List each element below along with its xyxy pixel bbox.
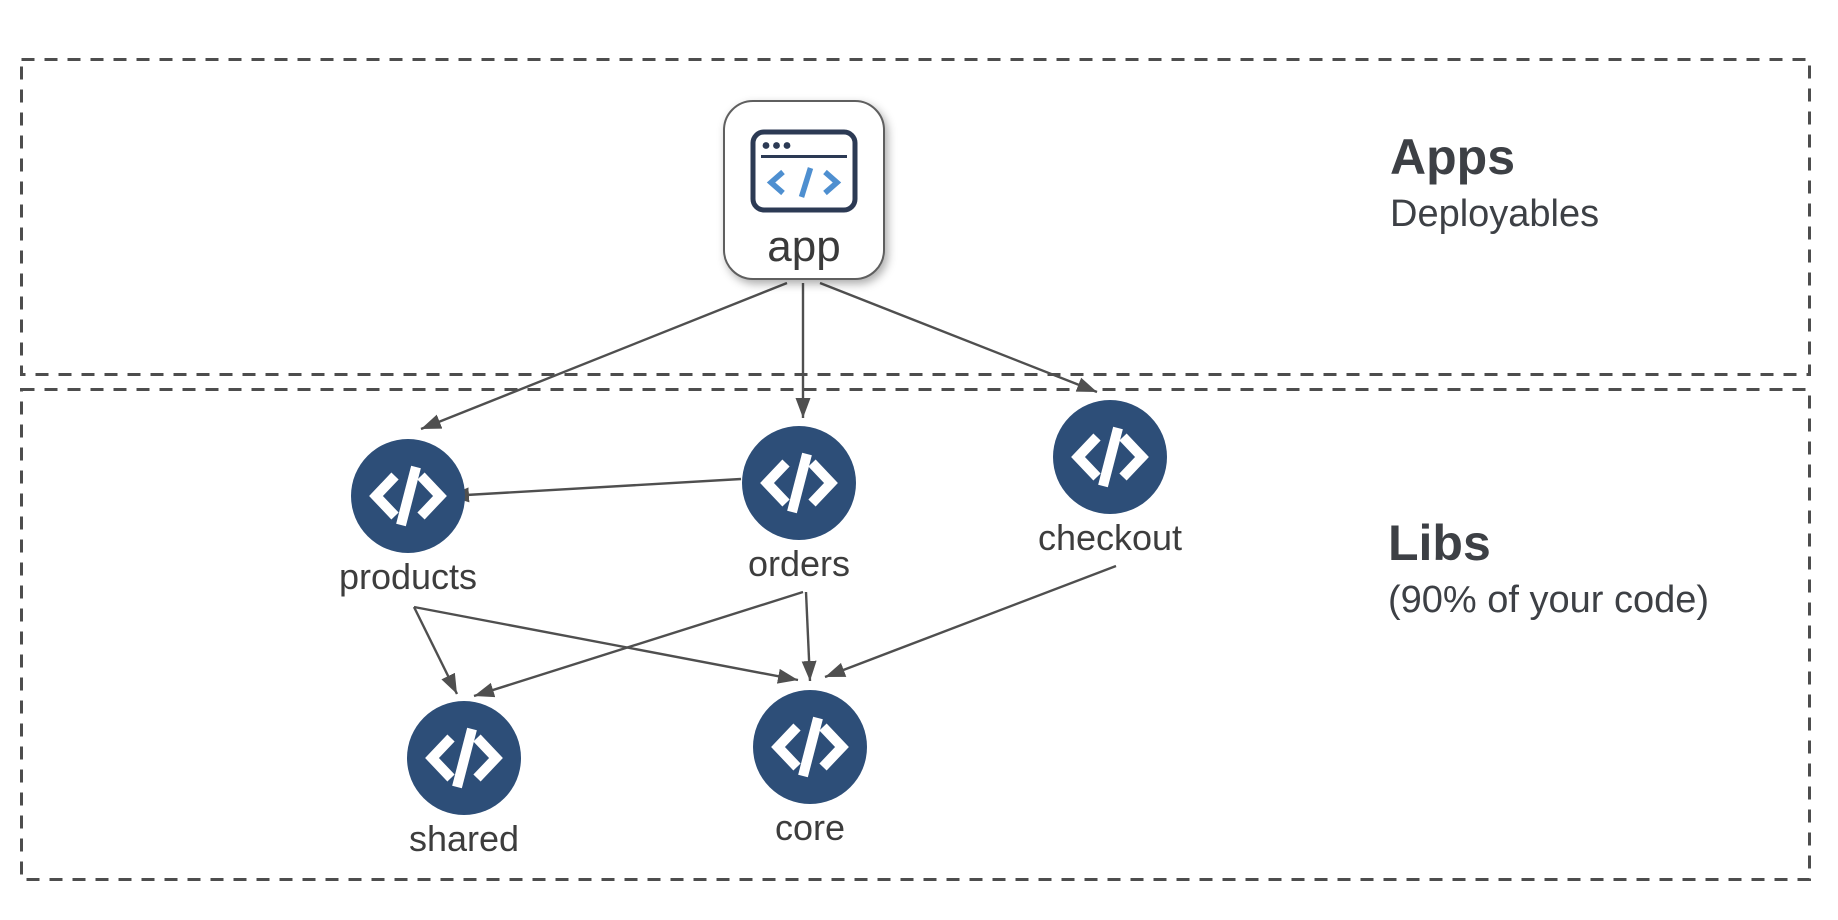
node-shared: shared [407,701,521,858]
node-checkout: checkout [1038,400,1182,557]
apps-title: Apps [1390,129,1515,185]
edge-products-shared [412,606,459,695]
apps-subtitle: Deployables [1390,193,1600,235]
node-products: products [339,439,477,596]
apps-section-box [20,58,1811,376]
code-icon [351,439,465,553]
code-icon [753,690,867,804]
node-label: orders [747,543,851,584]
libs-title: Libs [1388,515,1491,571]
node-label: core [774,807,846,848]
node-orders: orders [742,426,856,583]
libs-subtitle: (90% of your code) [1388,579,1710,621]
node-label: checkout [1037,517,1183,558]
apps-section-label: Apps Deployables [1390,130,1599,238]
edge-orders-shared [473,590,804,698]
code-icon [407,701,521,815]
node-label: shared [408,818,520,859]
edge-app-products [420,281,788,431]
code-icon [742,426,856,540]
node-app: app [723,100,885,280]
edge-orders-products [448,477,742,503]
edge-orders-core [801,591,817,682]
node-label: app [767,222,841,271]
browser-code-icon [750,129,858,213]
edge-checkout-core [824,564,1117,679]
edge-products-core [413,605,799,684]
code-icon [1053,400,1167,514]
libs-section-label: Libs (90% of your code) [1388,516,1709,624]
node-core: core [753,690,867,847]
libs-section-box [20,388,1811,881]
edge-app-checkout [819,281,1098,394]
node-label: products [338,556,478,597]
